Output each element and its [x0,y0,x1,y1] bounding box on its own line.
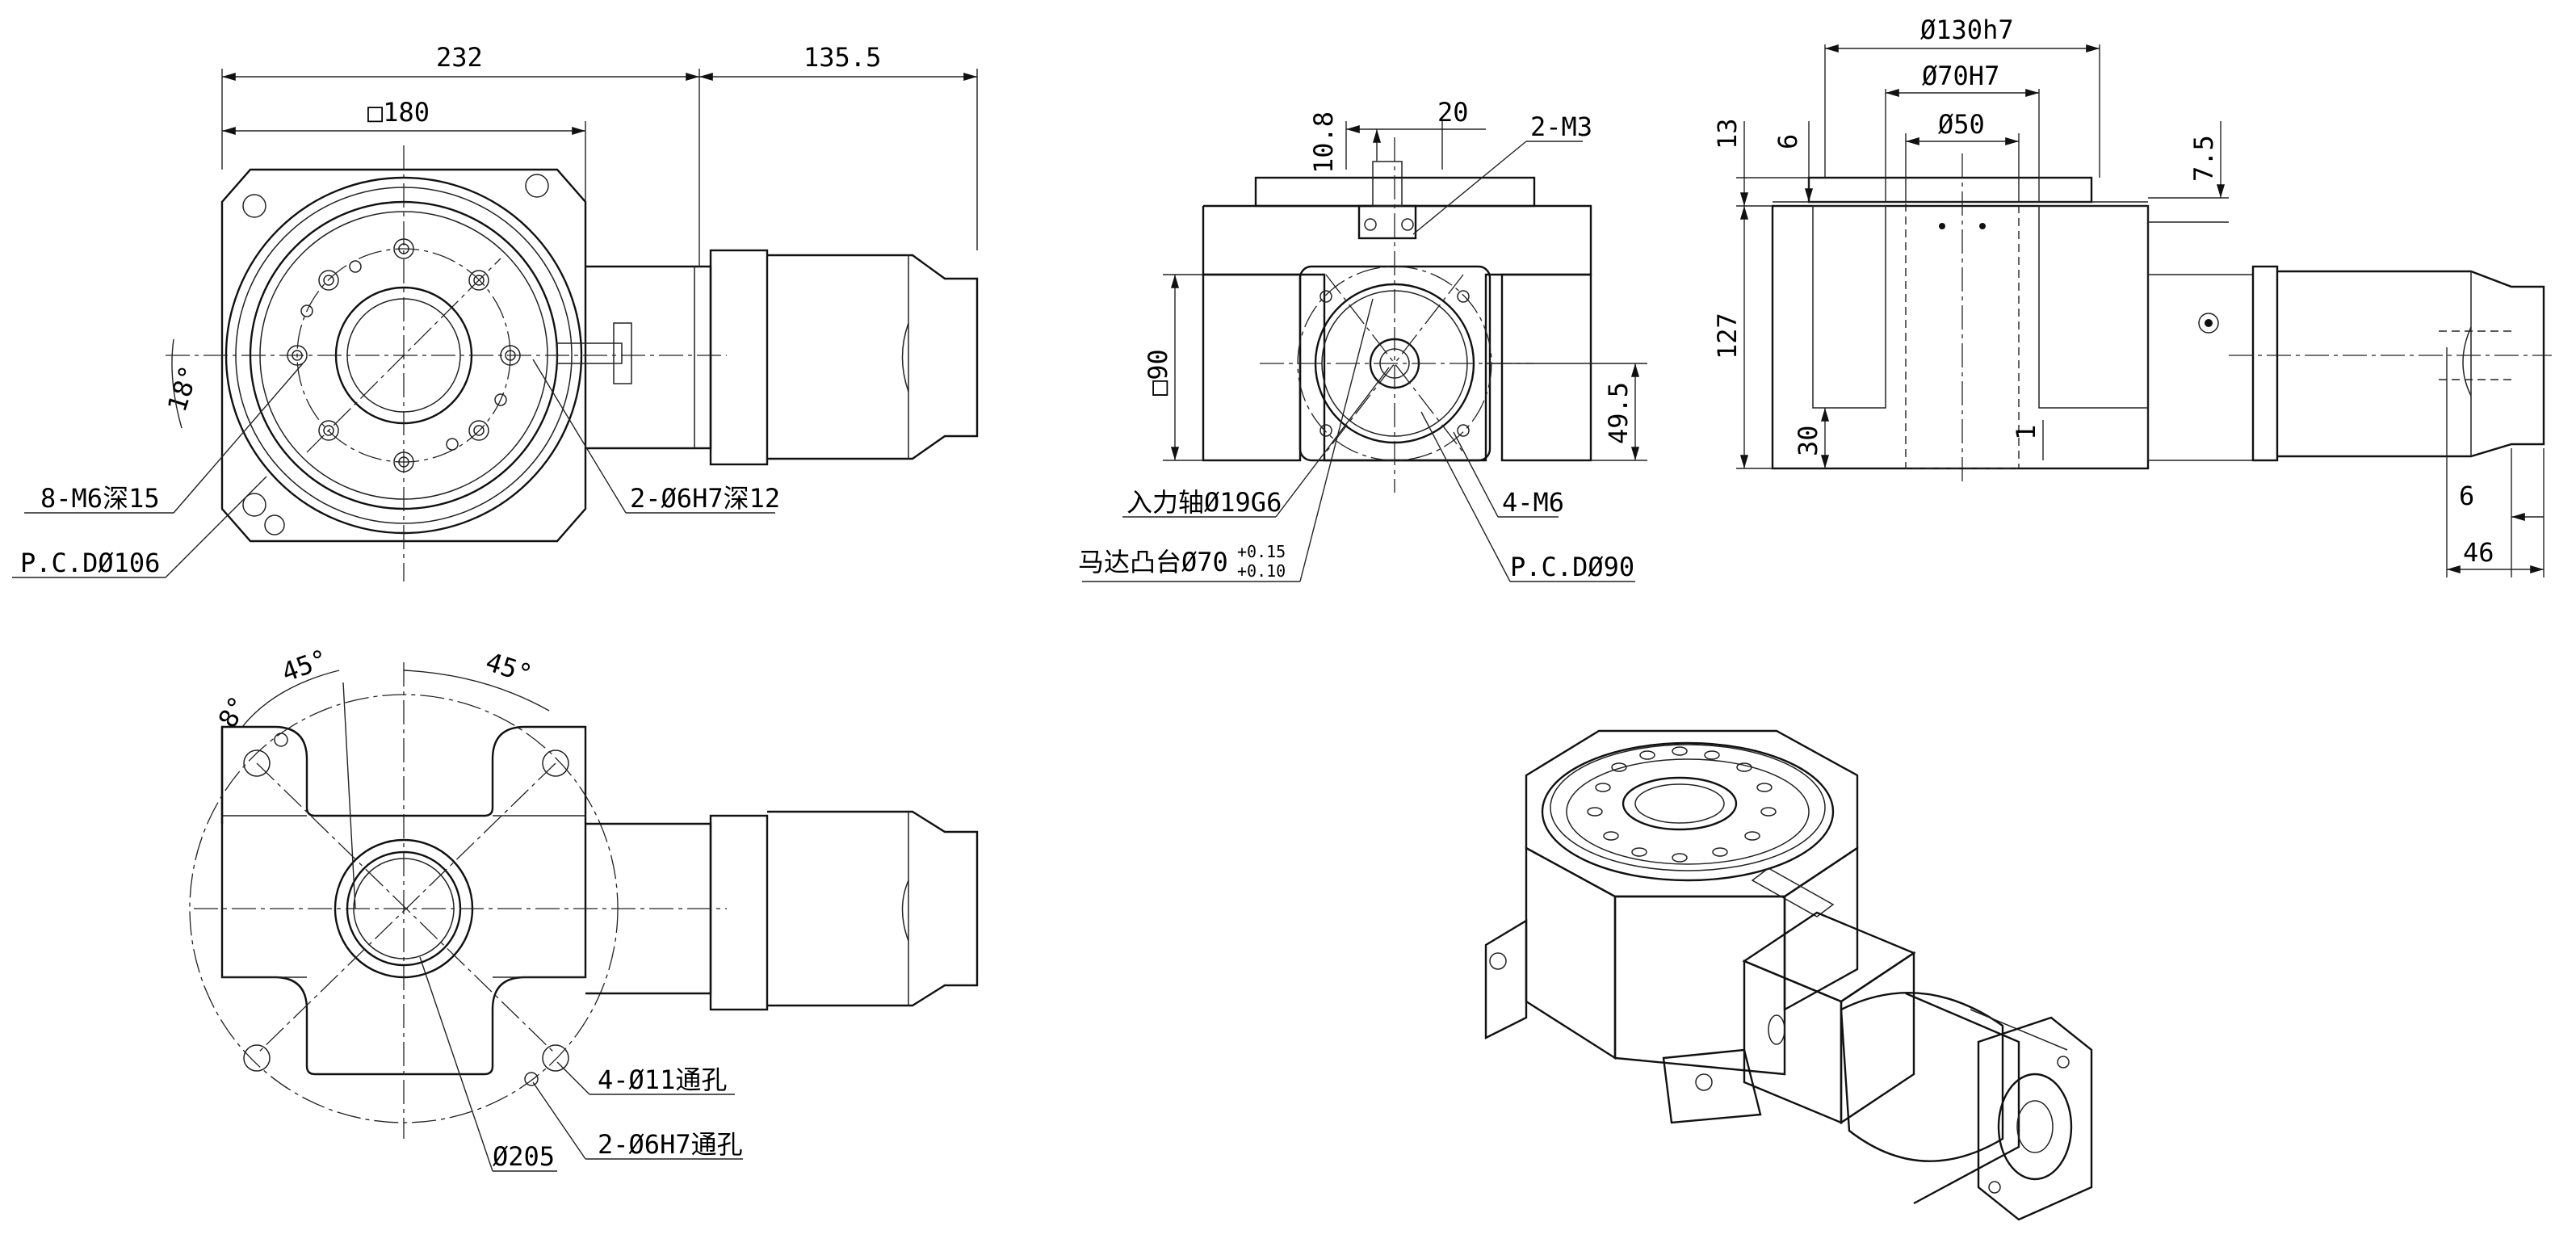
front-view-dim-49-5: 49.5 [1603,382,1634,444]
side-view-dim-7-5: 7.5 [2188,135,2219,182]
label-4m6: 4-M6 [1502,487,1564,518]
bottom-view-motor [585,810,979,1011]
side-view-dim-46: 46 [2463,537,2494,568]
side-view-dim-13: 13 [1712,118,1743,149]
side-view-dim-130: Ø130h7 [1920,15,2014,45]
bottom-view: 8° 45° 45° 4-Ø11通孔 2-Ø6H7通孔 Ø205 [189,643,979,1172]
label-threaded-holes: 8-M6深15 [40,483,160,514]
top-view-dim-width: 232 [436,42,483,73]
side-view-body [1771,204,2150,470]
top-view-octagon-body [220,168,587,543]
side-view-dim-50: Ø50 [1938,109,1985,140]
label-pin-holes-12: 2-Ø6H7深12 [630,483,780,514]
side-view-dim-1: 1 [2011,425,2041,440]
top-view-dim-angle: 18° [162,362,205,416]
side-view-dim-70: Ø70H7 [1922,61,1999,91]
iso-body-top [1525,729,1859,898]
front-view-dim-square-90: □90 [1143,349,1173,396]
label-pin-through: 2-Ø6H7通孔 [598,1129,743,1160]
front-view-m6-holes [1319,290,1470,437]
bottom-view-angle-45b: 45° [482,646,536,690]
label-pcd-106: P.C.DØ106 [20,548,160,578]
label-pcd-90: P.C.DØ90 [1510,552,1634,582]
top-view-dim-square: □180 [367,97,430,128]
iso-table [1541,741,1835,882]
label-input-shaft: 入力轴Ø19G6 [1126,487,1282,518]
label-2m3: 2-M3 [1530,111,1592,142]
front-view-dim-10-8: 10.8 [1308,111,1339,174]
side-view-dim-127: 127 [1712,313,1743,359]
iso-center-bore [1622,776,1738,831]
side-view-dim-30: 30 [1793,425,1823,456]
top-view-dim-motor-length: 135.5 [803,42,881,73]
side-view: Ø130h7 Ø70H7 Ø50 13 6 7.5 127 30 1 6 46 [1712,15,2552,577]
iso-motor [1742,911,2093,1221]
side-view-dim-6b: 6 [2459,481,2474,511]
bottom-view-through-holes [243,733,569,1086]
top-view: 232 135.5 □180 18° 8-M6深15 P.C.DØ106 2-Ø… [12,42,979,582]
side-view-top-table [1807,176,2093,204]
top-view-corner-holes [242,174,549,535]
top-view-sensor-bracket [556,342,623,364]
label-diameter-205: Ø205 [493,1141,555,1172]
label-motor-boss-tol-upper: +0.15 [1237,542,1286,561]
front-view-sensor [1357,204,1417,240]
side-view-dim-6: 6 [1773,134,1803,149]
front-view: 20 10.8 2-M3 □90 49.5 入力轴Ø19G6 马达凸台Ø70 +… [1078,97,1647,582]
isometric-view [1484,729,2093,1221]
label-motor-boss: 马达凸台Ø70 [1078,547,1228,577]
label-through-holes: 4-Ø11通孔 [598,1064,727,1095]
top-view-motor [585,249,979,466]
label-motor-boss-tol-lower: +0.10 [1237,561,1286,581]
front-view-dim-20: 20 [1437,97,1469,128]
side-view-motor [2277,270,2545,458]
iso-bolt-holes [1587,746,1777,863]
